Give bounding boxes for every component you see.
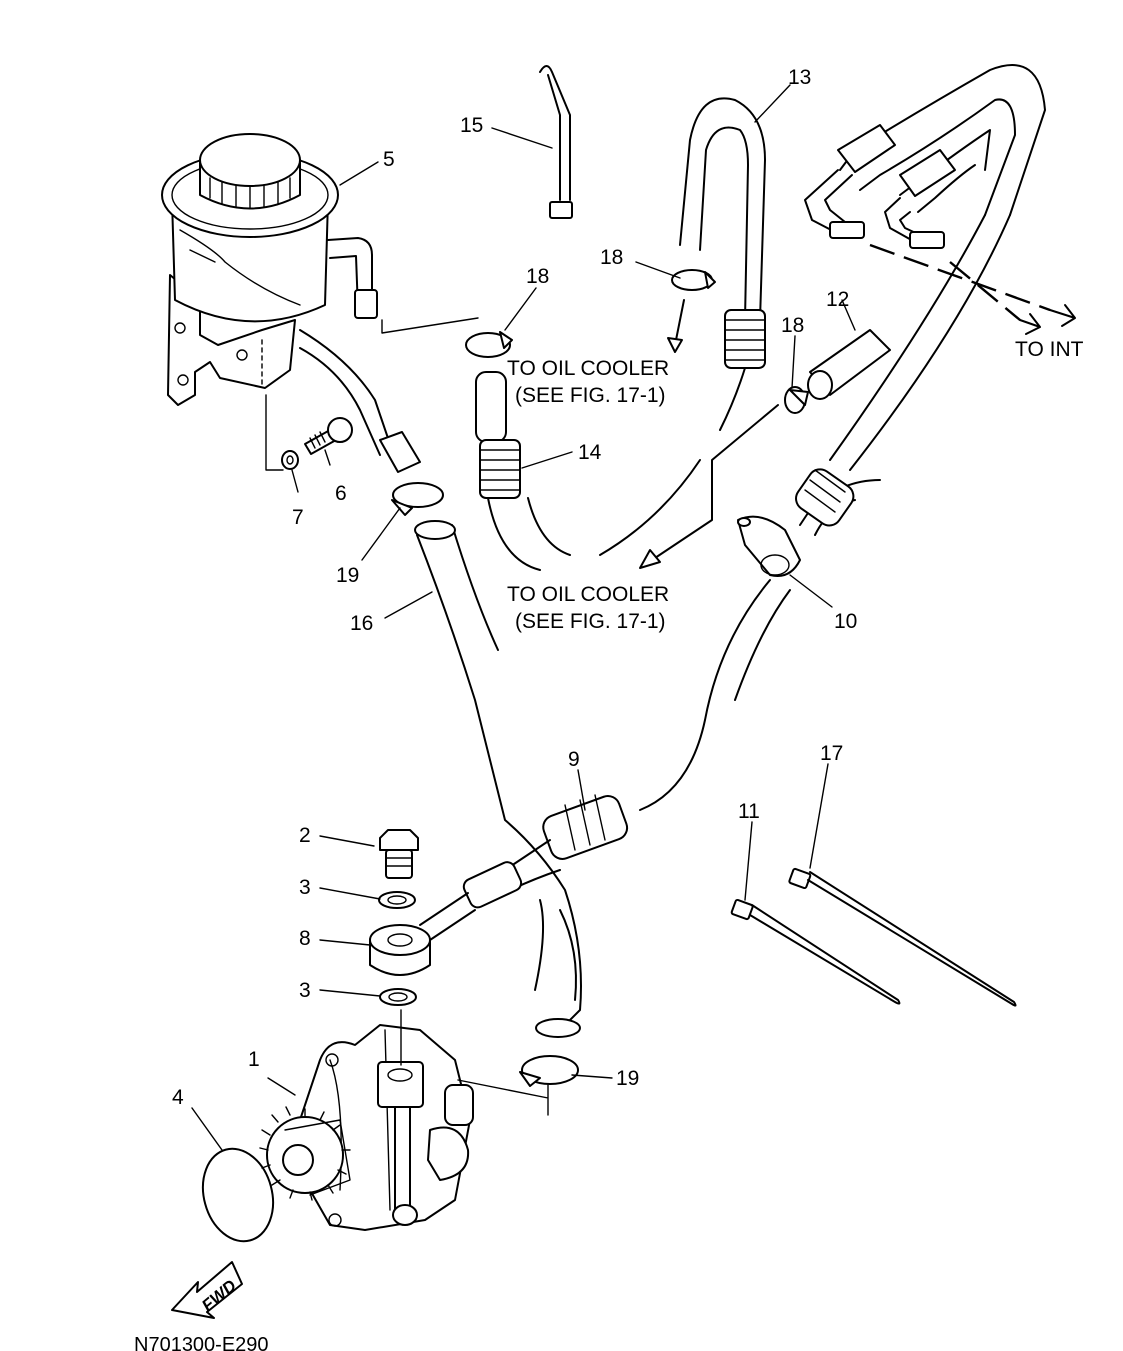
note-oil-cooler-1-line1: TO OIL COOLER [507,357,669,380]
note-to-int: TO INT [1015,338,1084,361]
hose-clamp-upper [391,482,444,516]
callout-9: 9 [568,748,580,771]
o-ring [201,1147,275,1243]
leader-line [381,317,479,334]
leader-line [265,394,284,471]
callout-19-lower: 19 [616,1067,639,1090]
callout-1: 1 [248,1048,260,1071]
gasket-upper [378,891,416,909]
callout-16: 16 [350,612,373,635]
drawing-code: N701300-E290 [134,1334,269,1351]
callout-3-lower: 3 [299,979,311,1002]
callout-10: 10 [834,610,857,633]
callout-7: 7 [292,506,304,529]
gasket-lower [379,988,417,1006]
reservoir-tank [161,133,421,473]
note-oil-cooler-1-line2: (SEE FIG. 17-1) [515,384,666,407]
callout-13: 13 [788,66,811,89]
hose-clamp-top [671,269,716,291]
cable-tie-11 [730,898,901,1005]
callout-6: 6 [335,482,347,505]
hose-piece [807,329,891,400]
arrowhead [639,549,661,569]
callout-3-upper: 3 [299,876,311,899]
dashed-line [869,243,1051,312]
union-bolt [379,829,419,879]
pressure-hose [419,468,881,941]
dashed-line [949,261,1021,321]
hose-clamp-small [784,386,809,414]
union-fitting [369,924,431,976]
callout-numbers: 1 2 3 3 4 5 6 7 8 9 10 11 12 13 14 15 16… [172,66,857,1109]
callout-leaders [191,84,856,1151]
power-steering-pump [259,1024,474,1231]
suction-hose [414,520,582,1038]
callout-8: 8 [299,927,311,950]
leader-line [457,1079,549,1116]
callout-18-top: 18 [600,246,623,269]
callout-2: 2 [299,824,311,847]
hose-bracket-clamp [737,515,801,577]
hose-clamp-mid [465,331,513,358]
callout-5: 5 [383,148,395,171]
arrow [1019,313,1041,335]
callout-19-upper: 19 [336,564,359,587]
arrow [674,299,685,346]
cable-tie-15 [539,65,573,219]
hose-upper-tubes [804,64,1046,471]
callout-4: 4 [172,1086,184,1109]
washer [281,450,299,470]
hose-clamp-lower [519,1055,579,1087]
return-hose [679,97,766,431]
arrowhead [667,337,683,353]
callout-11: 11 [738,800,760,823]
oil-cooler-hose [475,371,701,571]
callout-15: 15 [460,114,483,137]
notes: TO OIL COOLER (SEE FIG. 17-1) TO OIL COO… [507,338,1084,633]
callout-18-right: 18 [781,314,804,337]
fwd-arrow-icon: FWD [171,1261,243,1319]
arrow [1049,304,1076,327]
callout-18-mid: 18 [526,265,549,288]
arrow [651,404,779,561]
bolt [304,417,353,455]
callout-12: 12 [826,288,849,311]
callout-17: 17 [820,742,843,765]
note-oil-cooler-2-line2: (SEE FIG. 17-1) [515,610,666,633]
note-oil-cooler-2-line1: TO OIL COOLER [507,583,669,606]
cable-tie-17 [788,867,1017,1007]
callout-14: 14 [578,441,602,464]
